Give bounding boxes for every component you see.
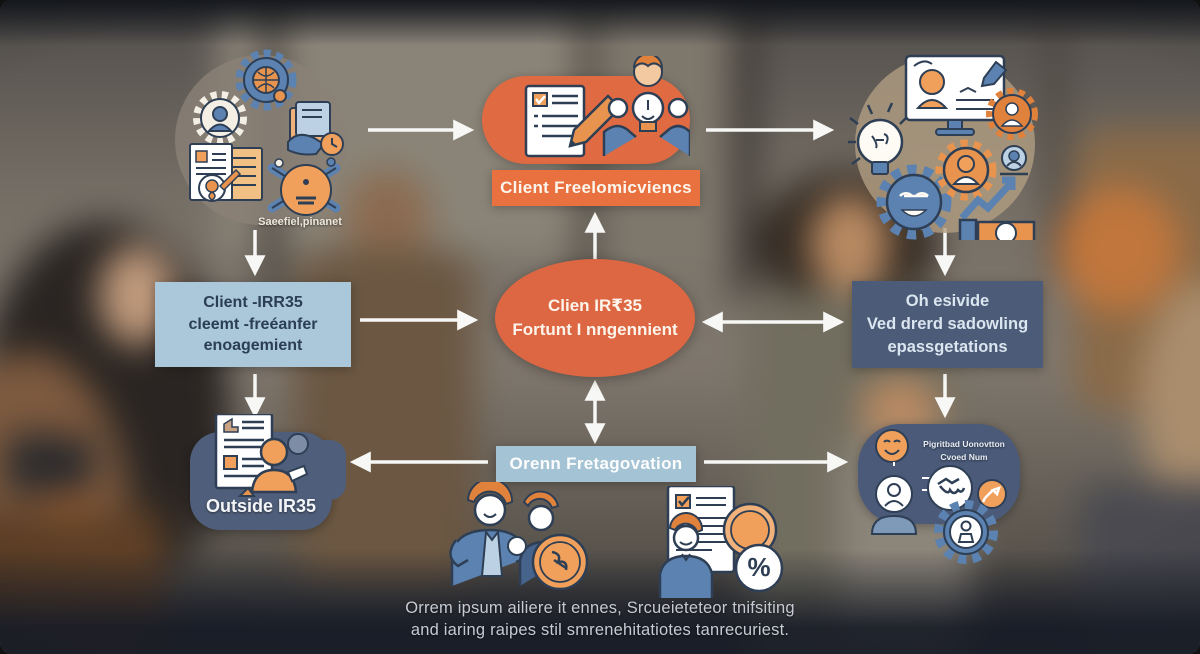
growth-chart-machine-icon (958, 176, 1036, 240)
regen-box: Orenn Fretagovation (496, 446, 696, 482)
smiley-face-icon (875, 429, 909, 463)
right-box: Oh esivide Ved drerd sadowling epassgeta… (852, 281, 1043, 368)
percent-symbol: % (747, 552, 770, 582)
left-box-line-1: Client -IRR35 (203, 294, 303, 312)
percent-circle-icon: % (734, 543, 784, 593)
globe-gear-icon (235, 49, 297, 111)
gear-person-icon (934, 500, 998, 564)
magnifier-person-icon (1000, 145, 1028, 176)
top-center-label-text: Client Freelomicviencs (500, 178, 692, 197)
gear-robot-face-icon (876, 164, 952, 240)
person-icon (658, 512, 714, 598)
bottom-right-caption-line-1: Pigritbad Uonovtton (923, 439, 1005, 449)
footer-line-2: and iaring raipes stil smrenehitatiotes … (410, 620, 790, 639)
gear-person-icon (986, 88, 1038, 140)
top-right-cluster-icons (848, 54, 1038, 240)
folder-hand-clock-icon (287, 101, 344, 156)
coin-icon (531, 533, 589, 590)
tools-face-icon (267, 157, 341, 216)
right-box-line-2: Ved drerd sadowling (866, 314, 1029, 333)
top-left-cluster-icons (189, 49, 344, 216)
top-left-cluster-caption: Saeefiel,pinanet (258, 216, 342, 228)
gear-worker-icon (935, 139, 997, 201)
handshake-circle-icon (922, 465, 973, 511)
bottom-right-caption-line-2: Cvoed Num (940, 451, 988, 462)
document-checklist-icon (214, 414, 274, 490)
monitor-profile-pencil-icon (904, 54, 1008, 136)
left-box-line-2: cleemt -freéanfer (188, 315, 318, 333)
footer-line-1: Orrem ipsum ailiere it ennes, Srcueietet… (405, 599, 795, 617)
left-box-line-3: enoagemient (203, 337, 303, 355)
document-pencil-icon (189, 143, 263, 202)
checklist-pencil-icon (524, 84, 622, 158)
top-center-pill-icons (524, 56, 690, 158)
center-ellipse-line-1: Clien IR₹35 (547, 296, 643, 316)
bottom-right-blob-icons (870, 429, 1007, 564)
right-box-line-1: Oh esivide (905, 291, 990, 310)
negotiation-icons (449, 482, 589, 590)
center-ellipse-line-2: Fortunt I nngennient (512, 320, 678, 339)
footer-caption: Orrem ipsum ailiere it ennes, Srcueietet… (300, 598, 900, 642)
top-center-label: Client Freelomicviencs (492, 170, 700, 206)
right-box-line-3: epassgetations (887, 338, 1008, 357)
worker-person-icon (237, 433, 309, 497)
team-lightbulb-icon (602, 56, 690, 156)
contract-finance-icons: % (658, 486, 784, 598)
person-gear-icon (193, 91, 247, 145)
outside-blob-icons (214, 414, 309, 497)
center-ellipse: Clien IR₹35 Fortunt I nngennient (495, 259, 695, 377)
bottom-right-blob-caption: Pigritbad Uonovtton Cvoed Num (908, 438, 1020, 464)
person-circle-icon (870, 462, 918, 535)
lightbulb-icon (848, 102, 909, 175)
tool-circle-icon (977, 479, 1007, 509)
outside-blob-bump (300, 440, 346, 500)
left-box: Client -IRR35 cleemt -freéanfer enoagemi… (155, 282, 351, 367)
outside-blob-label: Outside IR35 (205, 496, 317, 516)
regen-box-text: Orenn Fretagovation (509, 454, 683, 473)
